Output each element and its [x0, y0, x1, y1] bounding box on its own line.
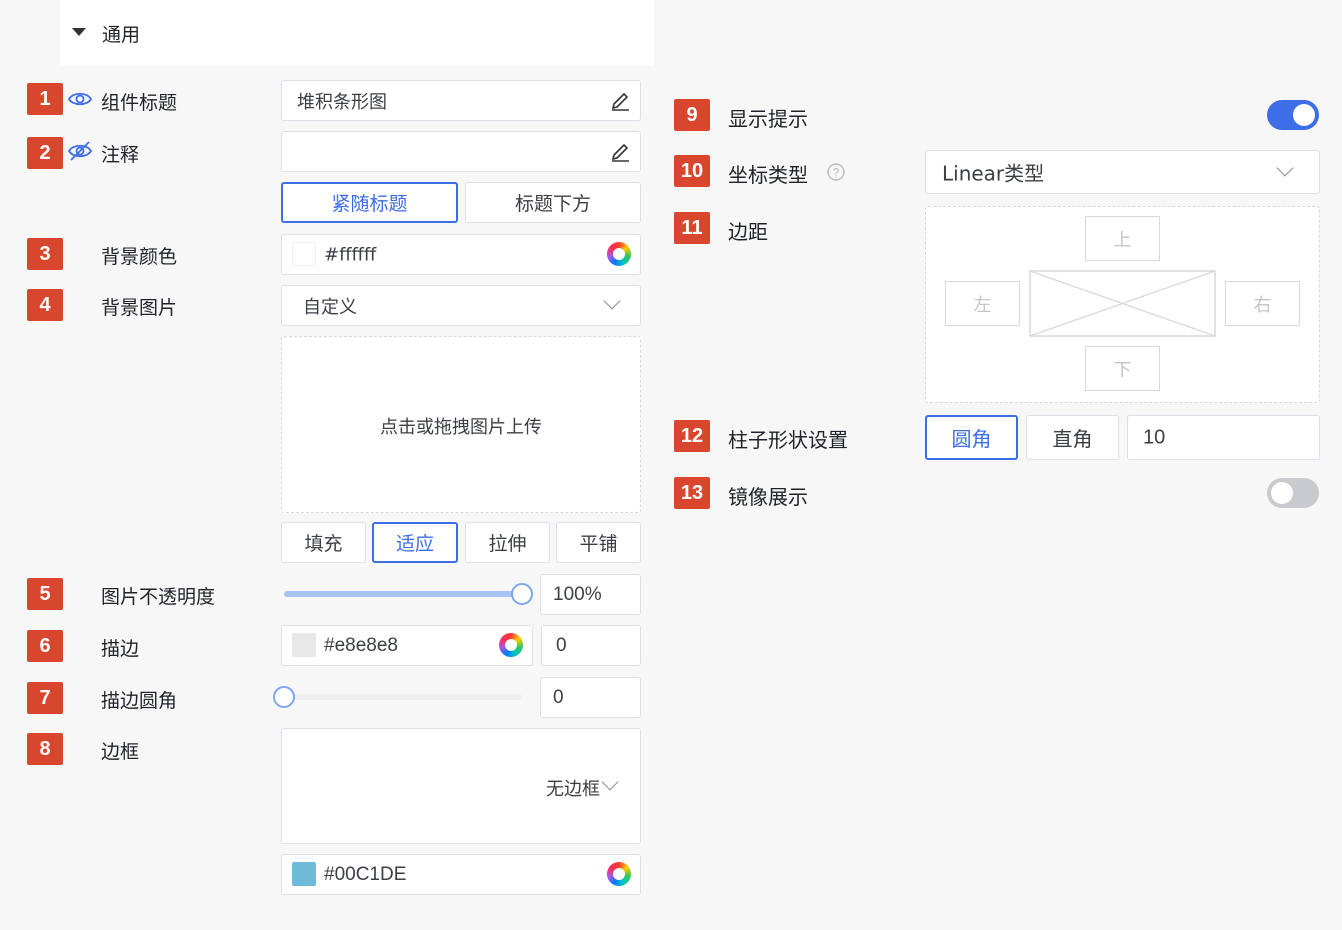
badge-2: 2	[27, 137, 63, 169]
eye-hidden-icon[interactable]	[67, 140, 93, 162]
margin-top-input[interactable]: 上	[1085, 216, 1160, 261]
edit-pencil-icon[interactable]	[609, 140, 631, 162]
bar-shape-rounded-button[interactable]: 圆角	[925, 415, 1018, 460]
opacity-value: 100%	[553, 583, 602, 605]
stroke-color-swatch[interactable]	[292, 633, 316, 657]
margin-left-input[interactable]: 左	[945, 281, 1020, 326]
chevron-down-icon	[601, 773, 619, 791]
bg-color-label: 背景颜色	[101, 246, 178, 268]
stroke-width-input[interactable]: 0	[541, 625, 641, 666]
section-title: 通用	[102, 24, 141, 46]
opacity-slider-track[interactable]	[284, 591, 522, 597]
toggle-knob	[1271, 482, 1293, 504]
mirror-label: 镜像展示	[728, 485, 808, 509]
badge-12: 12	[674, 420, 710, 452]
eye-icon[interactable]	[67, 89, 93, 109]
opacity-label: 图片不透明度	[101, 586, 216, 608]
title-input[interactable]: 堆积条形图	[281, 80, 641, 121]
border-color-swatch[interactable]	[292, 862, 316, 886]
fit-tile-button[interactable]: 平铺	[556, 522, 641, 563]
badge-7: 7	[27, 682, 63, 714]
image-upload-area[interactable]: 点击或拖拽图片上传	[281, 336, 641, 513]
stroke-radius-input[interactable]: 0	[540, 677, 641, 718]
border-color-input[interactable]: #00C1DE	[281, 854, 641, 895]
bg-image-label: 背景图片	[101, 297, 178, 319]
border-style-select[interactable]: 无边框	[281, 728, 641, 844]
border-label: 边框	[101, 741, 140, 763]
stroke-color-input[interactable]: #e8e8e8	[281, 625, 533, 666]
edit-pencil-icon[interactable]	[609, 89, 631, 111]
axis-type-label: 坐标类型	[728, 163, 808, 187]
section-header-general[interactable]: 通用	[60, 0, 654, 66]
mirror-toggle[interactable]	[1267, 478, 1319, 508]
opacity-input[interactable]: 100%	[540, 574, 641, 615]
badge-1: 1	[27, 83, 63, 115]
bar-radius-value: 10	[1143, 426, 1166, 448]
badge-13: 13	[674, 477, 710, 509]
opacity-slider-fill	[284, 591, 522, 597]
stroke-label: 描边	[101, 638, 140, 660]
border-color-value: #00C1DE	[324, 863, 407, 885]
badge-6: 6	[27, 630, 63, 662]
stroke-radius-slider-handle[interactable]	[273, 686, 295, 708]
bg-color-value: #ffffff	[324, 244, 377, 265]
note-label: 注释	[101, 144, 140, 166]
bg-color-swatch[interactable]	[292, 242, 316, 266]
component-placeholder-icon	[1029, 270, 1216, 337]
margin-right-input[interactable]: 右	[1225, 281, 1300, 326]
stroke-radius-value: 0	[553, 686, 564, 708]
bg-image-select-value: 自定义	[303, 296, 357, 318]
note-pos-below-title-button[interactable]: 标题下方	[465, 182, 641, 223]
margin-label: 边距	[728, 220, 768, 244]
badge-3: 3	[27, 238, 63, 270]
tooltip-toggle[interactable]	[1267, 100, 1319, 130]
color-wheel-icon[interactable]	[607, 242, 631, 266]
border-style-value: 无边框	[546, 779, 600, 800]
title-label: 组件标题	[101, 92, 178, 114]
note-pos-follow-title-button[interactable]: 紧随标题	[281, 182, 458, 223]
badge-8: 8	[27, 733, 63, 765]
upload-hint-text: 点击或拖拽图片上传	[380, 417, 542, 438]
bg-color-input[interactable]: #ffffff	[281, 234, 641, 275]
fit-stretch-button[interactable]: 拉伸	[465, 522, 550, 563]
note-input[interactable]	[281, 131, 641, 172]
fit-fill-button[interactable]: 填充	[281, 522, 366, 563]
badge-11: 11	[674, 212, 710, 244]
tooltip-label: 显示提示	[728, 107, 808, 131]
toggle-knob	[1293, 104, 1315, 126]
axis-type-select[interactable]: Linear类型	[925, 150, 1320, 194]
collapse-triangle-icon[interactable]	[72, 28, 86, 36]
opacity-slider-handle[interactable]	[511, 583, 533, 605]
badge-9: 9	[674, 99, 710, 131]
help-question-icon[interactable]: ?	[826, 162, 846, 182]
color-wheel-icon[interactable]	[607, 862, 631, 886]
badge-10: 10	[674, 155, 710, 187]
fit-contain-button[interactable]: 适应	[372, 522, 458, 563]
axis-type-value: Linear类型	[942, 161, 1045, 186]
stroke-radius-slider-track[interactable]	[284, 694, 522, 700]
badge-4: 4	[27, 289, 63, 321]
chevron-down-icon	[603, 292, 621, 310]
badge-5: 5	[27, 578, 63, 610]
bar-radius-input[interactable]: 10	[1127, 415, 1320, 460]
stroke-color-value: #e8e8e8	[324, 634, 398, 656]
bar-shape-square-button[interactable]: 直角	[1026, 415, 1119, 460]
margin-bottom-input[interactable]: 下	[1085, 346, 1160, 391]
title-input-value: 堆积条形图	[297, 91, 387, 113]
bg-image-select[interactable]: 自定义	[281, 285, 641, 326]
svg-text:?: ?	[833, 166, 840, 180]
stroke-radius-label: 描边圆角	[101, 690, 178, 712]
chevron-down-icon	[1276, 159, 1294, 177]
bar-shape-label: 柱子形状设置	[728, 428, 848, 452]
color-wheel-icon[interactable]	[499, 633, 523, 657]
stroke-width-value: 0	[556, 634, 567, 656]
